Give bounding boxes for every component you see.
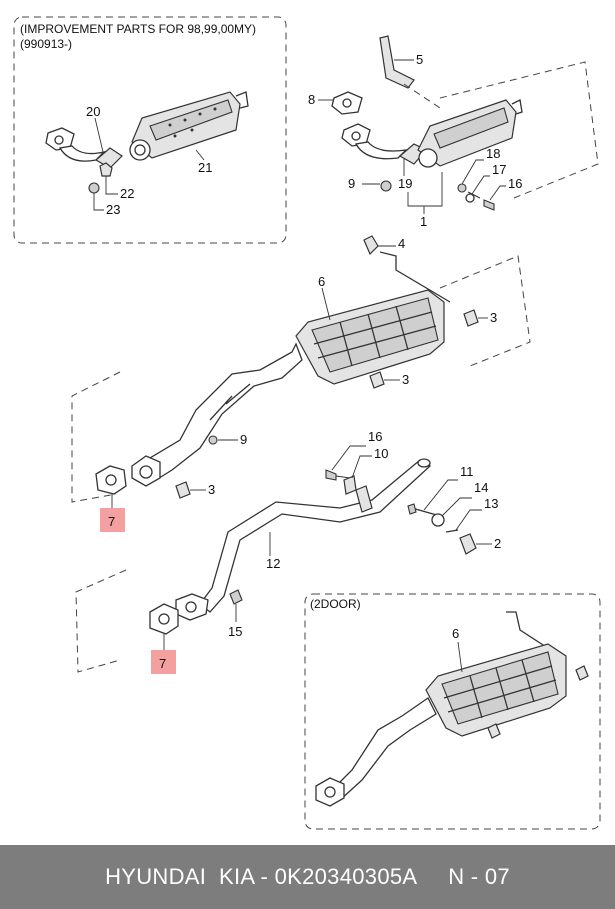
callout-3-upper: 3 xyxy=(490,310,497,325)
gasket-7-upper xyxy=(95,465,127,495)
callout-9-top: 9 xyxy=(348,176,355,191)
callout-8: 8 xyxy=(308,92,315,107)
front-pipe-12 xyxy=(199,459,432,613)
callout-22: 22 xyxy=(120,186,134,201)
callout-19: 19 xyxy=(398,176,412,191)
improvement-box-date: (990913-) xyxy=(20,37,72,51)
callout-3-middle: 3 xyxy=(402,372,409,387)
callout-6-2door: 6 xyxy=(452,626,459,641)
callout-12: 12 xyxy=(266,556,280,571)
callout-4: 4 xyxy=(398,236,405,251)
footer-bar: HYUNDAI KIA - 0K20340305A N - 07 xyxy=(0,845,615,909)
callout-3-lower: 3 xyxy=(208,482,215,497)
footer-part-number: HYUNDAI KIA - 0K20340305A N - 07 xyxy=(105,864,510,889)
callout-9-middle: 9 xyxy=(240,432,247,447)
callout-10: 10 xyxy=(374,446,388,461)
callout-21: 21 xyxy=(198,160,212,175)
gasket-7-lower xyxy=(149,603,179,635)
highlight-7-upper xyxy=(100,508,125,532)
two-door-box: (2DOOR) 6 xyxy=(304,593,601,830)
callout-16-middle: 16 xyxy=(368,429,382,444)
front-pipe-assembly: 12 15 16 10 11 14 13 2 7 xyxy=(75,429,501,674)
front-assembly: 5 8 9 19 1 18 17 16 xyxy=(308,35,599,229)
center-pipe xyxy=(143,342,303,481)
nut-23 xyxy=(88,182,100,194)
callout-7-upper: 7 xyxy=(108,514,115,529)
callout-1: 1 xyxy=(420,214,427,229)
callout-5: 5 xyxy=(416,52,423,67)
gasket-8 xyxy=(331,91,363,115)
callout-17: 17 xyxy=(492,162,506,177)
callout-23: 23 xyxy=(106,202,120,217)
bracket-5 xyxy=(379,35,415,89)
rear-muffler-assembly: 4 6 3 3 9 3 7 xyxy=(71,235,531,532)
callout-7-lower: 7 xyxy=(159,656,166,671)
hanger-4 xyxy=(363,235,379,256)
callout-18: 18 xyxy=(486,146,500,161)
front-pipe-20 xyxy=(45,127,123,169)
improvement-parts-box: (IMPROVEMENT PARTS FOR 98,99,00MY) (9909… xyxy=(13,16,287,244)
center-pipe-2door xyxy=(329,697,437,801)
callout-13: 13 xyxy=(484,496,498,511)
highlight-7-lower xyxy=(151,650,176,674)
callout-2: 2 xyxy=(494,536,501,551)
callout-14: 14 xyxy=(474,480,488,495)
two-door-box-title: (2DOOR) xyxy=(310,597,361,611)
exhaust-parts-diagram: (IMPROVEMENT PARTS FOR 98,99,00MY) (9909… xyxy=(13,16,601,830)
callout-15: 15 xyxy=(228,624,242,639)
callout-16-top: 16 xyxy=(508,176,522,191)
callout-11: 11 xyxy=(460,464,474,479)
improvement-box-title: (IMPROVEMENT PARTS FOR 98,99,00MY) xyxy=(20,22,256,36)
catalytic-converter-21 xyxy=(129,91,249,161)
gasket-22 xyxy=(99,162,113,177)
callout-6: 6 xyxy=(318,274,325,289)
hanger-2 xyxy=(459,533,477,555)
callout-20: 20 xyxy=(86,104,100,119)
nut-15 xyxy=(229,589,243,605)
